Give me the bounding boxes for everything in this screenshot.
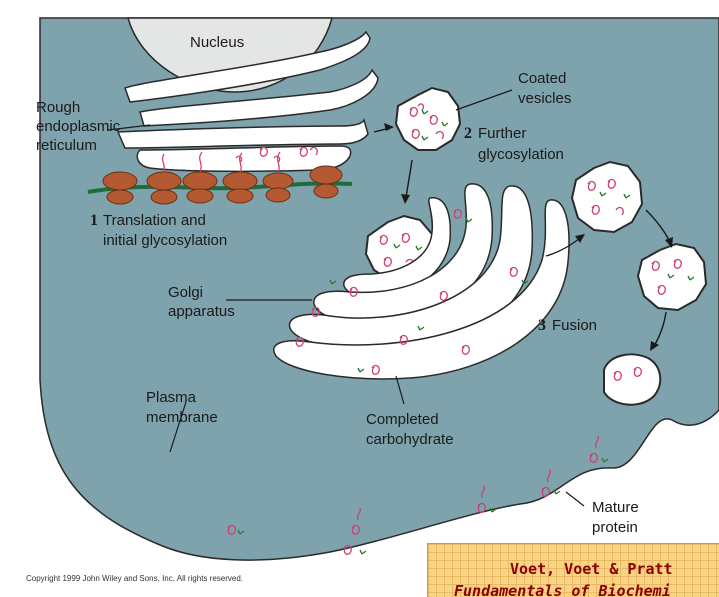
- label-nucleus: Nucleus: [190, 34, 244, 51]
- label-step1-1: Translation and: [103, 212, 206, 229]
- label-mature-2: protein: [592, 519, 638, 536]
- fusing-vesicle: [604, 354, 660, 404]
- credit-box: Voet, Voet & Pratt Fundamentals of Bioch…: [427, 543, 719, 597]
- label-plasma-1: Plasma: [146, 389, 197, 406]
- label-golgi-1: Golgi: [168, 284, 203, 301]
- copyright-notice: Copyright 1999 John Wiley and Sons, Inc.…: [26, 574, 243, 583]
- label-step3: Fusion: [552, 317, 597, 334]
- label-plasma-2: membrane: [146, 409, 218, 426]
- label-step1-2: initial glycosylation: [103, 232, 227, 249]
- label-step2-num: 2: [464, 125, 472, 142]
- credit-authors: Voet, Voet & Pratt: [510, 560, 673, 578]
- label-coated-1: Coated: [518, 70, 566, 87]
- label-rer-2: endoplasmic: [36, 118, 121, 135]
- label-rer-1: Rough: [36, 99, 80, 116]
- label-step2-1: Further: [478, 125, 526, 142]
- credit-book-title: Fundamentals of Biochemi: [454, 582, 671, 597]
- label-rer-3: reticulum: [36, 137, 97, 154]
- label-step2-2: glycosylation: [478, 146, 564, 163]
- label-mature-1: Mature: [592, 499, 639, 516]
- label-golgi-2: apparatus: [168, 303, 235, 320]
- label-completed-1: Completed: [366, 411, 439, 428]
- label-step1-num: 1: [90, 212, 98, 229]
- label-step3-num: 3: [538, 317, 546, 334]
- label-completed-2: carbohydrate: [366, 431, 454, 448]
- label-coated-2: vesicles: [518, 90, 571, 107]
